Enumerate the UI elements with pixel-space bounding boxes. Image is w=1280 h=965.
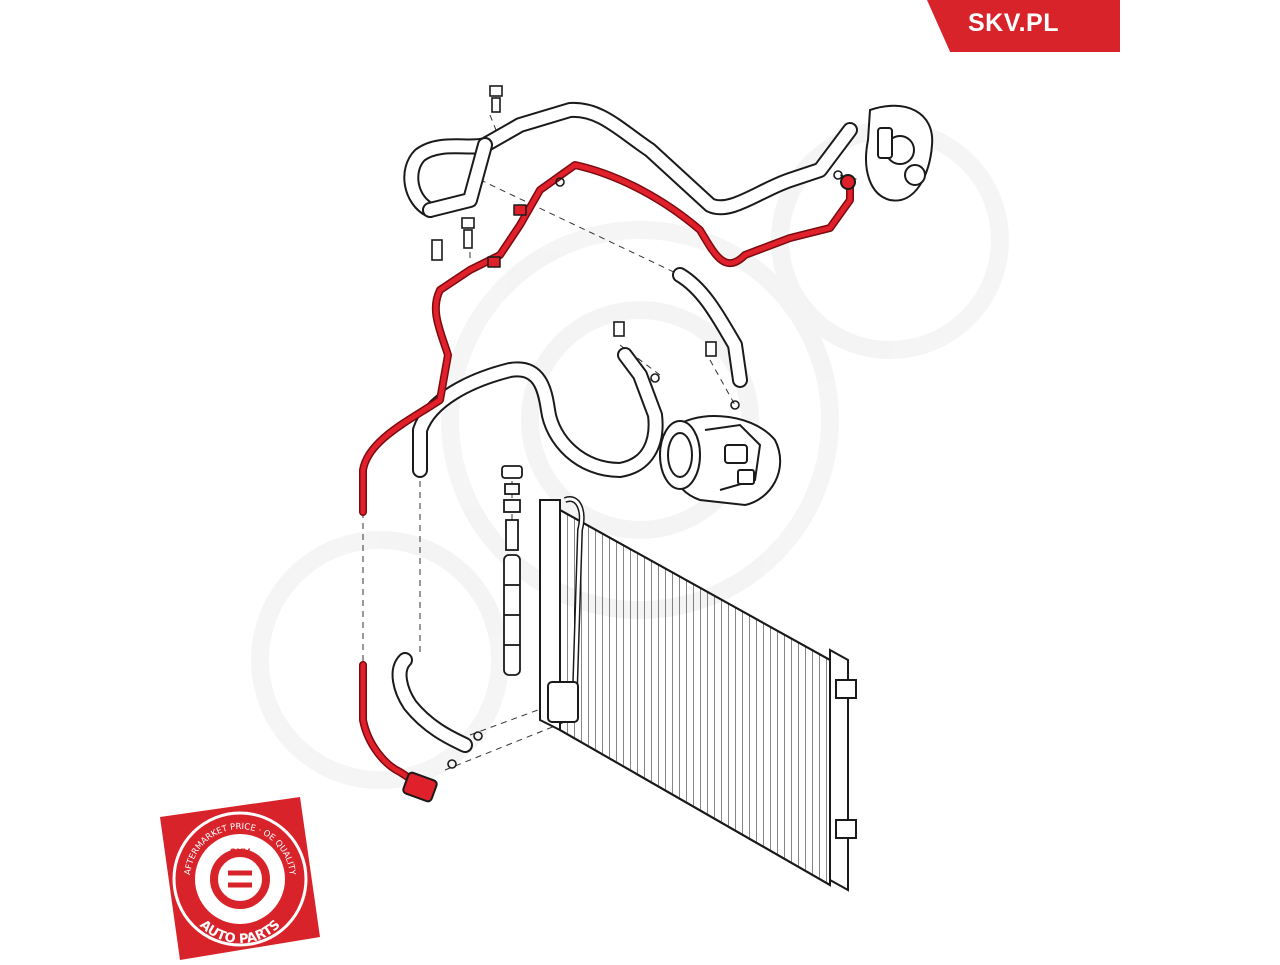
compressor-icon (659, 415, 782, 507)
highlighted-liquid-line (359, 161, 856, 803)
badge-center-text: SKV (230, 848, 250, 858)
skv-auto-parts-badge: SKV AFTERMARKET PRICE · OE QUALITY AUTO … (160, 797, 320, 960)
brand-tab (927, 0, 1120, 52)
evaporator-flange-icon (865, 104, 934, 202)
assembly-dash-lines (362, 114, 861, 771)
gear-logo-icon (210, 849, 270, 909)
o-ring-fittings (447, 170, 843, 769)
suction-hose (672, 267, 748, 388)
condenser-icon (539, 496, 857, 892)
pressure-switch-icon (431, 85, 717, 357)
receiver-drier-icon (501, 465, 523, 676)
badge-graphic: SKV AFTERMARKET PRICE · OE QUALITY AUTO … (160, 797, 320, 960)
discharge-hose (391, 347, 664, 753)
upper-low-pressure-hose (403, 101, 858, 218)
brand-logo-text: SKV.PL (968, 9, 1060, 37)
